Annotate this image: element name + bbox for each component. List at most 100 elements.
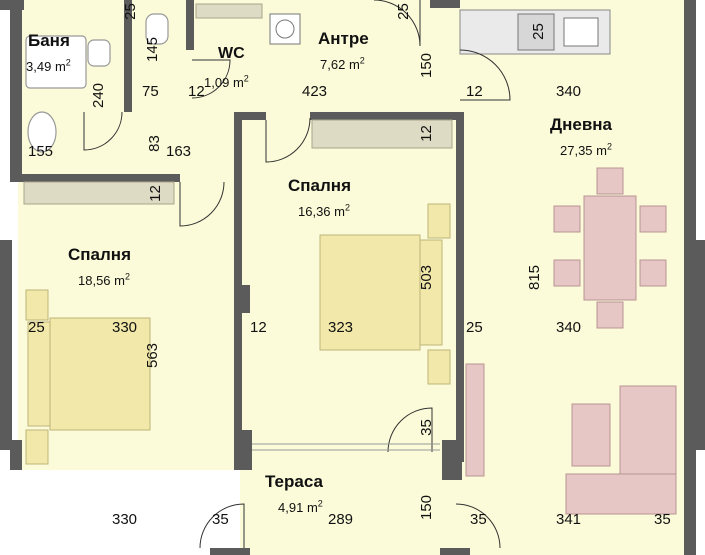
- wall-bottom-left: [210, 548, 250, 555]
- wc-area: 1,09 m2: [204, 73, 249, 90]
- dim-83: 83: [145, 135, 163, 152]
- column-bed1: [236, 285, 250, 313]
- dim-340-top: 340: [556, 83, 582, 100]
- wall-left-lower: [10, 440, 22, 470]
- terrace-name: Тераса: [265, 472, 323, 491]
- dim-155: 155: [28, 143, 54, 160]
- kitchen: [269, 9, 611, 55]
- stove: [517, 13, 555, 51]
- dim-12-wc: 12: [188, 83, 205, 100]
- dim-163: 163: [166, 143, 192, 160]
- nightstand-bed1-bottom: [427, 349, 451, 385]
- dim-330-bot: 330: [112, 511, 138, 528]
- bed-bedroom1-head: [419, 239, 443, 346]
- door-hall-entry: [373, 0, 421, 47]
- dim-25-top: 25: [121, 3, 139, 20]
- wall-terrace-right: [442, 440, 462, 480]
- armchair: [571, 403, 611, 467]
- beds: [25, 203, 451, 465]
- washing-machine-drum: [275, 19, 295, 39]
- chair-3: [553, 205, 581, 233]
- bathtub: [25, 35, 87, 89]
- dim-240: 240: [90, 82, 108, 109]
- dim-25-left: 25: [28, 319, 45, 336]
- kitchen-sink: [563, 17, 599, 47]
- door-terrace-left: [199, 503, 245, 549]
- dim-35-door: 35: [417, 419, 435, 436]
- wall-terrace-left: [234, 430, 252, 470]
- wall-right-stub: [696, 240, 705, 450]
- dim-12-hall: 12: [466, 83, 483, 100]
- door-bath: [83, 111, 123, 151]
- doors: [83, 0, 511, 549]
- dim-150-bot: 150: [418, 494, 436, 521]
- corridor-floor: [18, 112, 240, 174]
- wall-bath-wc: [124, 0, 132, 112]
- chair-2: [596, 301, 624, 329]
- nightstand-bed2-bottom: [25, 429, 49, 465]
- chair-6: [639, 259, 667, 287]
- nightstand-bed1-top: [427, 203, 451, 239]
- door-wc: [191, 59, 231, 99]
- wall-bottom-right: [440, 548, 470, 555]
- dim-25-hall: 25: [394, 3, 412, 20]
- dim-150-hall: 150: [418, 52, 436, 79]
- terrace-area: 4,91 m2: [278, 498, 323, 515]
- wc-name: WC: [218, 45, 245, 62]
- dim-25-kitchen: 25: [529, 23, 547, 40]
- door-bed2: [179, 181, 225, 227]
- nightstand-bed2-top: [25, 289, 49, 321]
- toilet-bath: [87, 39, 111, 67]
- door-living: [459, 49, 511, 101]
- bedroom2-area: 18,56 m2: [78, 271, 131, 288]
- door-terrace-bed1: [387, 407, 433, 453]
- tv-stand: [465, 363, 485, 477]
- dim-341: 341: [556, 511, 582, 528]
- living-name: Дневна: [550, 115, 613, 134]
- hall-floor: [192, 0, 460, 112]
- sink-bath: [27, 111, 57, 153]
- terrace-floor: [240, 455, 460, 555]
- living-furniture: [465, 167, 677, 515]
- wall-left-upper: [10, 0, 22, 180]
- wall-right: [684, 0, 696, 555]
- bed-bedroom1: [319, 234, 421, 351]
- dim-289: 289: [328, 511, 354, 528]
- bath-fixtures: [25, 13, 169, 153]
- bath-name: Баня: [28, 31, 70, 50]
- wardrobe-hall: [195, 3, 263, 19]
- dim-35-bot1: 35: [212, 511, 229, 528]
- dim-340-mid: 340: [556, 319, 582, 336]
- hall-area: 7,62 m2: [320, 55, 365, 72]
- chair-5: [639, 205, 667, 233]
- dim-12-left: 12: [146, 185, 164, 202]
- wardrobe-bed1: [311, 119, 453, 149]
- dim-323: 323: [328, 319, 354, 336]
- wall-hall-bottom: [236, 112, 266, 120]
- wardrobes: [23, 3, 453, 205]
- chair-1: [596, 167, 624, 195]
- dim-423: 423: [302, 83, 328, 100]
- bedroom2-name: Спалня: [68, 245, 131, 264]
- door-bed1: [265, 117, 311, 163]
- bed-bedroom2: [49, 317, 151, 431]
- wall-bed1-right: [456, 112, 464, 462]
- wall-living-top: [430, 0, 460, 8]
- wall-mid-horizontal: [10, 174, 180, 182]
- bedroom1-name: Спалня: [288, 176, 351, 195]
- dim-35-bot2: 35: [470, 511, 487, 528]
- dim-815: 815: [526, 264, 544, 291]
- dim-145: 145: [144, 36, 162, 63]
- wall-left-stub: [0, 240, 12, 450]
- living-area: 27,35 m2: [560, 141, 613, 158]
- dim-503: 503: [418, 264, 436, 291]
- dim-35-bot3: 35: [654, 511, 671, 528]
- wall-wc-hall: [186, 0, 194, 50]
- dim-75: 75: [142, 83, 159, 100]
- bath-area: 3,49 m2: [26, 57, 71, 74]
- bedroom1-area: 16,36 m2: [298, 202, 351, 219]
- bed-bedroom2-head: [27, 321, 51, 427]
- hall-name: Антре: [318, 29, 369, 48]
